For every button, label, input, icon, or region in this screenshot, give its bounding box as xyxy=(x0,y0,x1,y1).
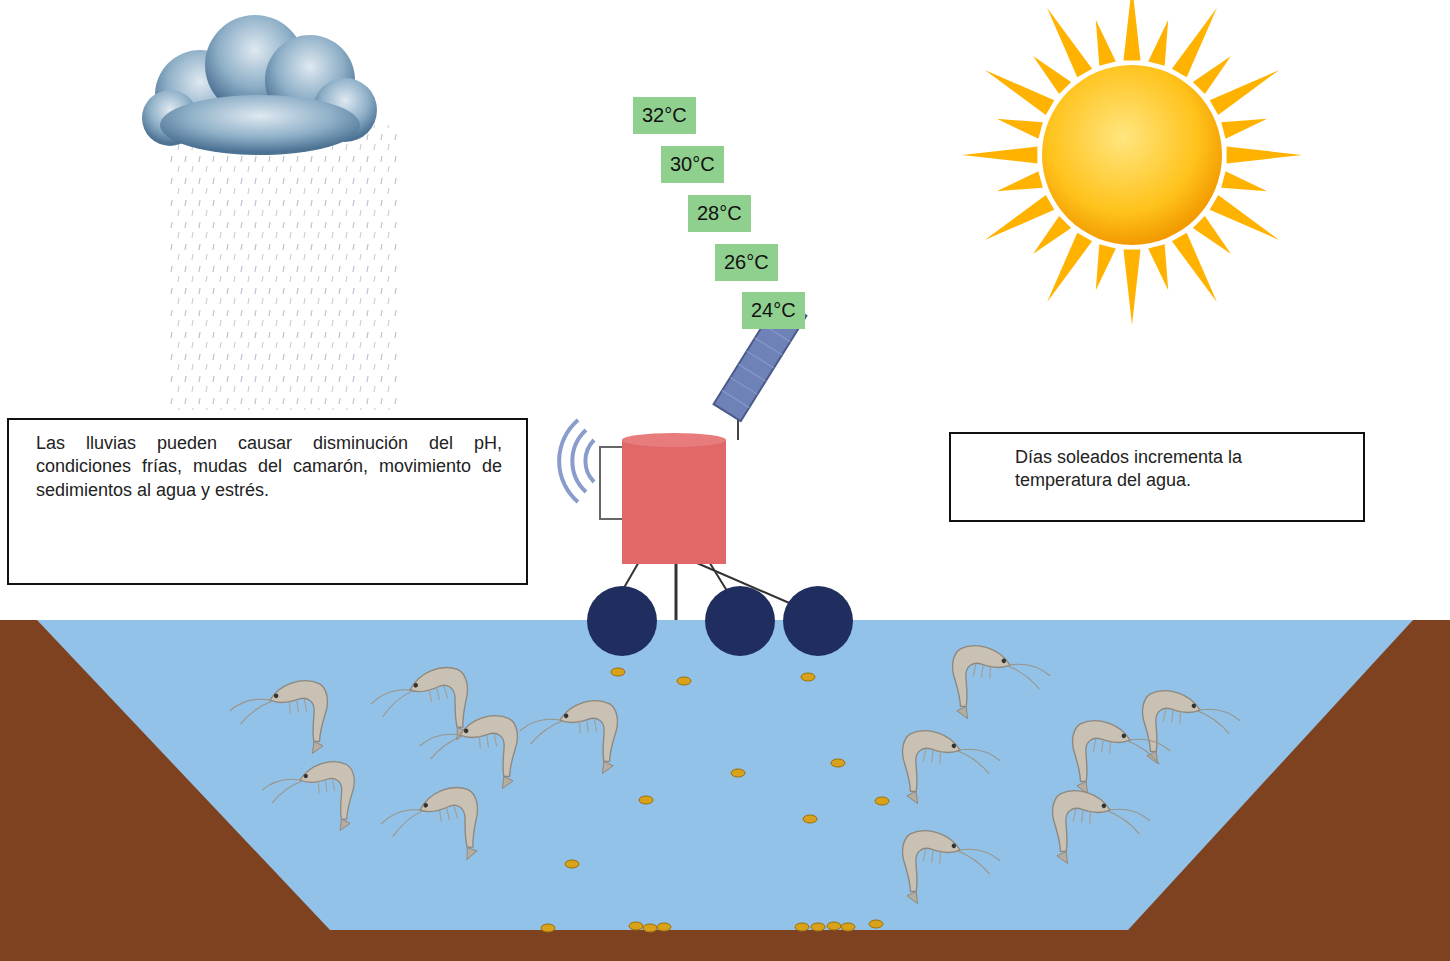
temperature-label: 32°C xyxy=(642,104,687,127)
feed-pellets xyxy=(541,668,889,932)
sun-ray xyxy=(1096,20,1116,66)
panel-cell-line xyxy=(722,391,749,408)
sun xyxy=(962,0,1302,325)
panel-cell-line xyxy=(738,364,765,381)
temperature-label: 24°C xyxy=(751,299,796,322)
sun-ray xyxy=(1210,70,1280,115)
sun-ray xyxy=(1210,195,1280,240)
note-box: Días soleados incrementa la temperatura … xyxy=(949,432,1365,522)
note-box: Las lluvias pueden causar disminución de… xyxy=(7,418,528,585)
panel-cell-line xyxy=(747,351,774,368)
sun-ray xyxy=(962,147,1037,164)
sun-ray xyxy=(1124,250,1141,325)
sun-ray xyxy=(1172,233,1217,303)
temperature-tag: 32°C xyxy=(633,97,696,134)
sun-ray xyxy=(1221,119,1267,139)
sun-ray xyxy=(1193,216,1231,254)
temperature-tag: 26°C xyxy=(715,244,778,281)
sun-ray xyxy=(1033,216,1071,254)
ground xyxy=(0,620,1450,961)
temperature-tag: 30°C xyxy=(661,146,724,183)
sun-ray xyxy=(997,171,1043,191)
rain xyxy=(170,125,400,410)
sun-ray xyxy=(1227,147,1302,164)
cloud xyxy=(142,15,377,155)
sun-ray xyxy=(985,195,1055,240)
sun-ray xyxy=(985,70,1055,115)
sun-ray xyxy=(1033,56,1071,94)
temperature-label: 26°C xyxy=(724,251,769,274)
sun-ray xyxy=(1193,56,1231,94)
temperature-tag: 24°C xyxy=(742,292,805,329)
temperature-label: 30°C xyxy=(670,153,715,176)
panel-cell-line xyxy=(755,338,782,355)
sun-ray xyxy=(1047,233,1092,303)
sun-ray xyxy=(1047,8,1092,78)
sun-ray xyxy=(1148,244,1168,290)
panel-cell-line xyxy=(730,377,757,394)
sun-ray xyxy=(1148,20,1168,66)
pond-water xyxy=(37,620,1413,930)
sun-ray xyxy=(1172,8,1217,78)
sun-ray xyxy=(1124,0,1141,60)
note-text: Las lluvias pueden causar disminución de… xyxy=(36,432,502,502)
temperature-label: 28°C xyxy=(697,202,742,225)
monitoring-buoy xyxy=(559,299,853,656)
temperature-tag: 28°C xyxy=(688,195,751,232)
note-text: Días soleados incrementa la temperatura … xyxy=(1015,446,1343,493)
sun-ray xyxy=(1221,171,1267,191)
shrimp-group xyxy=(228,638,1242,925)
sun-ray xyxy=(1096,244,1116,290)
sun-ray xyxy=(997,119,1043,139)
